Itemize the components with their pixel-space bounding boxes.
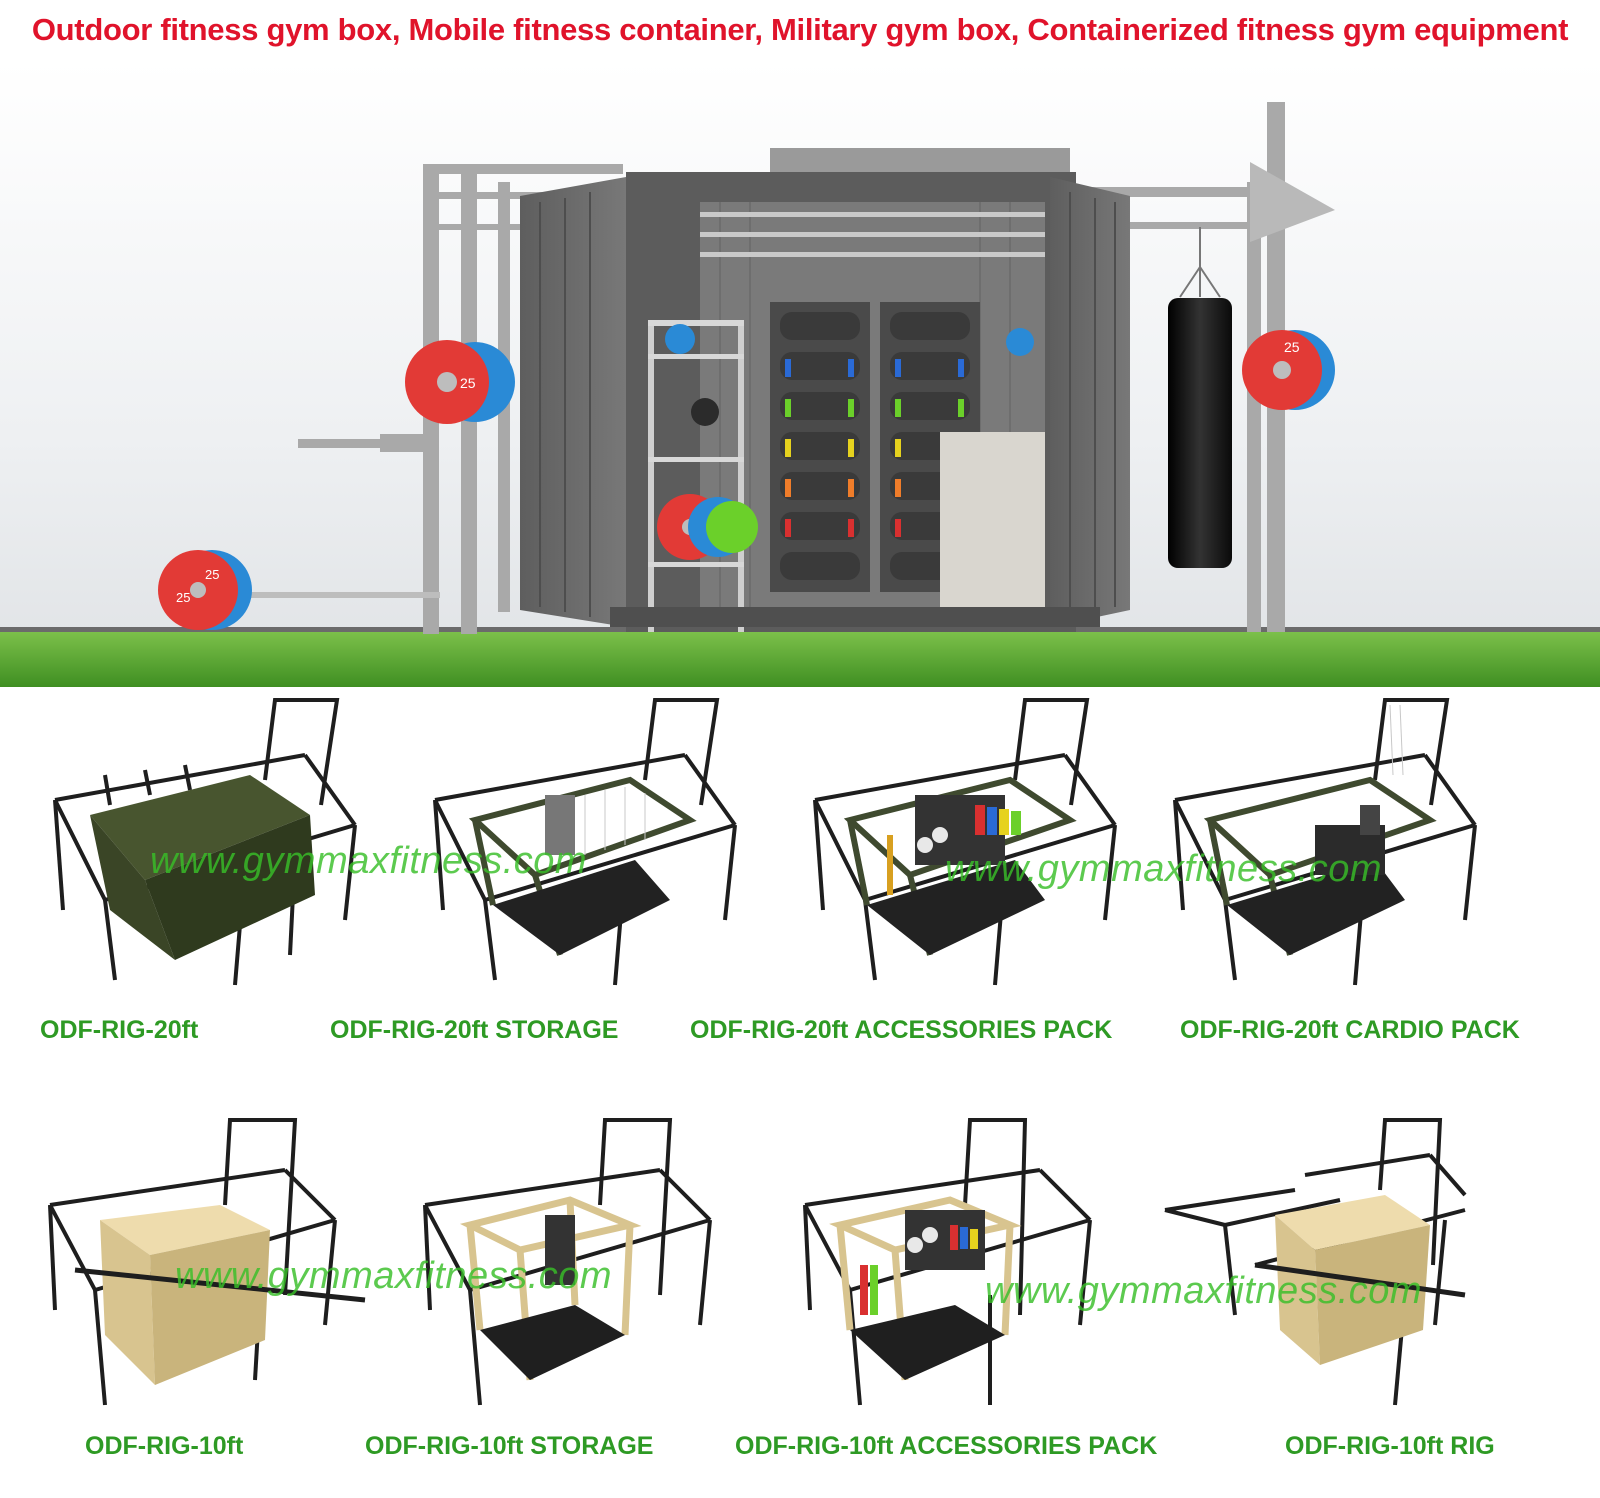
- left-door: [520, 177, 626, 627]
- product-caption: ODF-RIG-20ft CARDIO PACK: [1180, 1016, 1520, 1044]
- container-closed: [90, 775, 310, 880]
- shelf-unit: [648, 320, 758, 632]
- right-door: [1050, 177, 1130, 627]
- container-closed: [1275, 1195, 1430, 1250]
- container-closed: [100, 1205, 270, 1255]
- page-title: Outdoor fitness gym box, Mobile fitness …: [31, 12, 1569, 47]
- svg-text:25: 25: [460, 375, 476, 391]
- container: [520, 148, 1130, 632]
- watermark: www.gymmaxfitness.com: [985, 1270, 1423, 1312]
- product-image-10ft-rig: [1164, 1115, 1525, 1415]
- svg-text:25: 25: [176, 590, 190, 605]
- hero-image: 25 25 25 25: [0, 62, 1600, 687]
- product-image-10ft: [45, 1115, 405, 1415]
- product-caption: ODF-RIG-10ft RIG: [1285, 1432, 1495, 1460]
- product-caption: ODF-RIG-20ft STORAGE: [330, 1016, 619, 1044]
- grass: [0, 632, 1600, 687]
- product-caption: ODF-RIG-20ft ACCESSORIES PACK: [690, 1016, 1113, 1044]
- product-caption: ODF-RIG-10ft ACCESSORIES PACK: [735, 1432, 1158, 1460]
- product-image-20ft: [45, 695, 405, 995]
- product-caption: ODF-RIG-20ft: [40, 1016, 199, 1044]
- product-image-20ft-storage: [425, 695, 785, 995]
- hero-container-gym-render: 25 25 25 25: [0, 62, 1600, 687]
- rig-plates-left: 25: [405, 340, 515, 424]
- product-image-10ft-storage: [420, 1115, 780, 1415]
- floor-barbell: 25 25: [158, 550, 440, 630]
- rig-plate-right: 25: [1242, 330, 1335, 410]
- watermark: www.gymmaxfitness.com: [945, 848, 1383, 890]
- product-caption: ODF-RIG-10ft: [85, 1432, 244, 1460]
- product-image-10ft-accessories: [800, 1115, 1160, 1415]
- watermark: www.gymmaxfitness.com: [175, 1255, 613, 1297]
- product-caption: ODF-RIG-10ft STORAGE: [365, 1432, 654, 1460]
- product-image-20ft-cardio: [1165, 695, 1525, 995]
- watermark: www.gymmaxfitness.com: [150, 840, 588, 882]
- plyo-box: [940, 432, 1045, 622]
- punching-bag: [1168, 227, 1232, 568]
- sandbag-rack-right: [880, 302, 980, 592]
- product-image-20ft-accessories: [805, 695, 1165, 995]
- svg-text:25: 25: [1284, 339, 1300, 355]
- sandbag-rack-left: [770, 302, 870, 592]
- svg-text:25: 25: [205, 567, 219, 582]
